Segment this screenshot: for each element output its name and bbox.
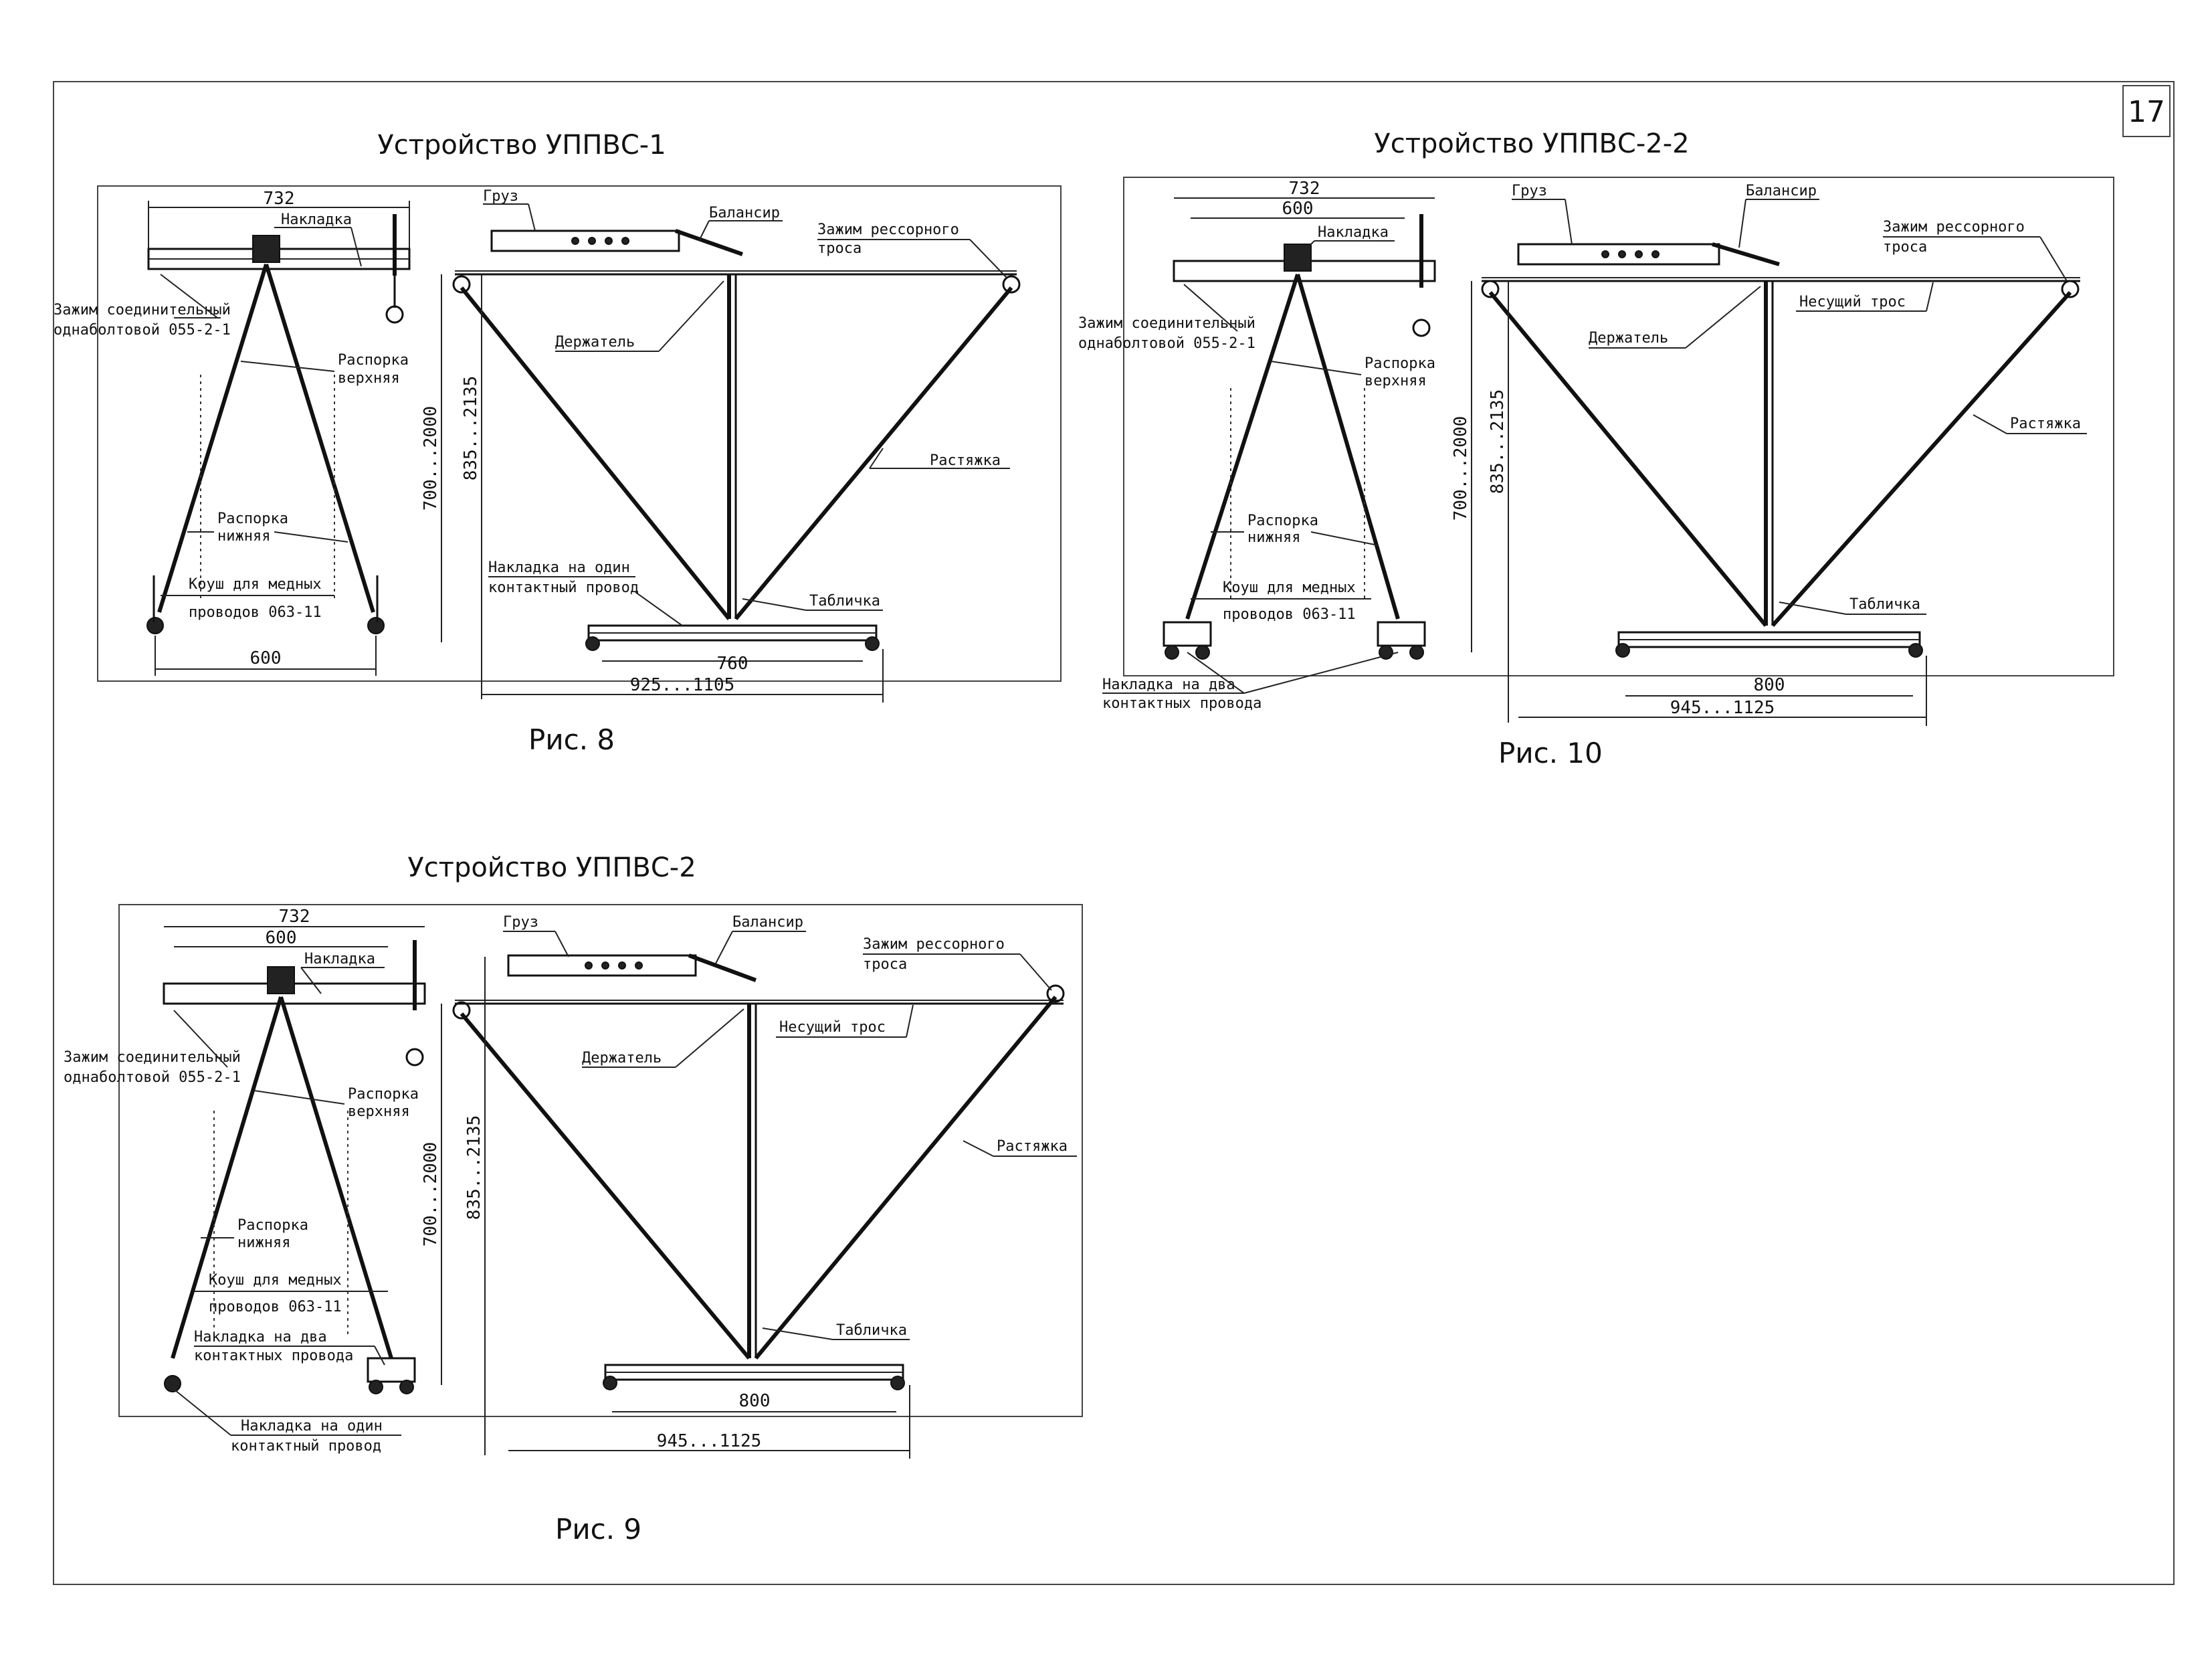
fig8-dim-height: 700...2000	[421, 406, 441, 511]
fig10-dim-top: 732	[1289, 179, 1320, 199]
fig9-label-nakladka-odin-1: Накладка на один	[241, 1418, 383, 1435]
fig9-label-rasporka-nizh-1: Распорка	[237, 1217, 308, 1234]
fig8-dim-overall: 925...1105	[630, 675, 735, 695]
fig10-label-derzhatel: Держатель	[1589, 330, 1668, 347]
fig8-dim-base: 760	[717, 654, 748, 674]
figure-10-frame	[1123, 177, 2114, 676]
fig10-label-balansir: Балансир	[1746, 183, 1817, 199]
fig9-dim-overall: 945...1125	[657, 1431, 762, 1451]
fig10-dim-inner: 600	[1282, 199, 1314, 219]
fig8-label-nakladka-odin-1: Накладка на один	[488, 559, 630, 576]
fig10-label-rasporka-nizh-1: Распорка	[1247, 513, 1318, 529]
fig10-side-view: 732 600 Накладка Зажим соединительный од…	[1078, 179, 1436, 712]
fig10-label-zazhim-ress-1: Зажим рессорного	[1883, 219, 2025, 236]
fig9-label-zazhim-ress-2: троса	[863, 956, 907, 973]
fig9-side-view: 732 600 Накладка Зажим соединительный од…	[64, 907, 426, 1455]
fig10-dim-base: 800	[1754, 675, 1785, 695]
fig9-label-rasporka-nizh-2: нижняя	[237, 1234, 290, 1251]
fig9-label-gruz: Груз	[503, 914, 538, 931]
fig9-label-rastyazhka: Растяжка	[997, 1138, 1068, 1155]
fig9-label-nakladka: Накладка	[304, 951, 375, 967]
fig8-label-zazhim-soed-2: однаболтовой 055-2-1	[54, 322, 231, 339]
fig9-label-zazhim-ress-1: Зажим рессорного	[863, 936, 1005, 953]
fig8-label-rasporka-verh-1: Распорка	[338, 352, 409, 369]
fig10-label-rasporka-nizh-2: нижняя	[1247, 529, 1300, 546]
fig9-dim-height: 700...2000	[421, 1142, 441, 1247]
page-number: 17	[2128, 95, 2165, 129]
fig10-label-koush-2: проводов 063-11	[1223, 606, 1356, 623]
fig9-dim-cable-height: 835...2135	[464, 1115, 484, 1220]
fig10-label-rasporka-verh-2: верхняя	[1365, 373, 1427, 389]
fig9-label-zazhim-soed-1: Зажим соединительный	[64, 1049, 241, 1066]
fig8-label-koush-2: проводов 063-11	[189, 604, 322, 621]
fig9-label-rasporka-verh-2: верхняя	[348, 1103, 410, 1120]
figure-9-frame	[118, 904, 1083, 1417]
fig8-label-balansir: Балансир	[709, 205, 780, 221]
fig9-label-nakladka-dva-1: Накладка на два	[194, 1329, 327, 1346]
fig10-label-nakladka: Накладка	[1318, 224, 1389, 241]
fig8-label-koush-1: Коуш для медных	[189, 576, 322, 593]
fig8-label-rasporka-nizh-2: нижняя	[217, 528, 270, 545]
fig8-label-tablichka: Табличка	[809, 593, 880, 610]
fig9-dim-top: 732	[279, 907, 310, 927]
figure-9: Устройство УППВС-2 732 600 Накладка Зажи…	[64, 852, 1083, 1546]
fig8-label-gruz: Груз	[483, 188, 518, 205]
figure-8: Устройство УППВС-1 732	[54, 130, 1062, 756]
page-number-box	[2122, 85, 2171, 137]
figure-9-caption: Рис. 9	[555, 1513, 641, 1546]
fig9-label-nakladka-dva-2: контактных провода	[194, 1348, 353, 1364]
fig9-label-koush-2: проводов 063-11	[209, 1299, 342, 1315]
fig9-label-derzhatel: Держатель	[582, 1050, 662, 1067]
fig8-side-view: 732 600 Накладка Зажим соединительный од…	[54, 189, 411, 676]
fig10-front-view: 700...2000 835...2135 800 945...1125 Гру…	[1451, 183, 2087, 726]
fig9-dim-inner: 600	[266, 928, 297, 948]
fig10-label-zazhim-soed-2: однаболтовой 055-2-1	[1078, 335, 1255, 352]
fig8-label-nakladka: Накладка	[281, 211, 352, 228]
fig8-front-view: 700...2000 835...2135 760 925...1105 Гру…	[421, 188, 1021, 703]
fig8-label-rastyazhka: Растяжка	[930, 452, 1001, 469]
sheet-frame	[53, 81, 2175, 1585]
fig10-label-koush-1: Коуш для медных	[1223, 579, 1356, 596]
fig9-label-rasporka-verh-1: Распорка	[348, 1086, 419, 1103]
fig10-label-zazhim-ress-2: троса	[1883, 239, 1927, 256]
fig8-label-zazhim-ress-1: Зажим рессорного	[817, 221, 959, 238]
figure-10: Устройство УППВС-2-2 732 600 Накладка З	[1078, 128, 2114, 769]
fig10-label-tablichka: Табличка	[1849, 596, 1920, 613]
fig9-label-balansir: Балансир	[732, 914, 803, 931]
fig10-label-nesushiy: Несущий трос	[1799, 294, 1906, 310]
fig10-label-rasporka-verh-1: Распорка	[1365, 355, 1435, 372]
fig8-label-zazhim-ress-2: троса	[817, 240, 862, 257]
fig10-dim-overall: 945...1125	[1670, 698, 1775, 718]
figure-10-caption: Рис. 10	[1498, 737, 1603, 769]
fig10-label-zazhim-soed-1: Зажим соединительный	[1078, 315, 1255, 332]
fig10-label-nakladka-dva-2: контактных провода	[1102, 695, 1262, 712]
figure-8-caption: Рис. 8	[528, 723, 615, 756]
fig9-front-view: 700...2000 835...2135 800 945...1125 Гру…	[421, 914, 1077, 1459]
fig8-label-rasporka-nizh-1: Распорка	[217, 511, 288, 527]
figure-8-frame	[97, 185, 1062, 682]
fig9-label-nesushiy: Несущий трос	[779, 1019, 886, 1036]
fig8-dim-bottom: 600	[250, 648, 282, 668]
fig8-label-nakladka-odin-2: контактный провод	[488, 579, 639, 596]
fig10-label-gruz: Груз	[1512, 183, 1547, 199]
figure-8-title: Устройство УППВС-1	[377, 130, 666, 161]
fig8-dim-cable-height: 835...2135	[461, 376, 481, 481]
fig9-label-zazhim-soed-2: однаболтовой 055-2-1	[64, 1069, 241, 1086]
fig8-label-zazhim-soed-1: Зажим соединительный	[54, 302, 231, 318]
fig9-label-tablichka: Табличка	[836, 1322, 907, 1339]
fig10-dim-cable-height: 835...2135	[1488, 389, 1508, 494]
fig8-label-derzhatel: Держатель	[555, 334, 635, 351]
fig8-label-rasporka-verh-2: верхняя	[338, 370, 400, 387]
fig10-dim-height: 700...2000	[1451, 416, 1471, 521]
figure-9-title: Устройство УППВС-2	[407, 852, 696, 883]
fig9-dim-base: 800	[739, 1391, 771, 1411]
fig8-dim-top: 732	[264, 189, 295, 209]
fig9-label-nakladka-odin-2: контактный провод	[231, 1438, 381, 1455]
figure-10-title: Устройство УППВС-2-2	[1374, 128, 1689, 159]
fig10-label-rastyazhka: Растяжка	[2010, 416, 2081, 432]
fig9-label-koush-1: Коуш для медных	[209, 1272, 342, 1289]
fig10-label-nakladka-dva-1: Накладка на два	[1102, 676, 1235, 693]
